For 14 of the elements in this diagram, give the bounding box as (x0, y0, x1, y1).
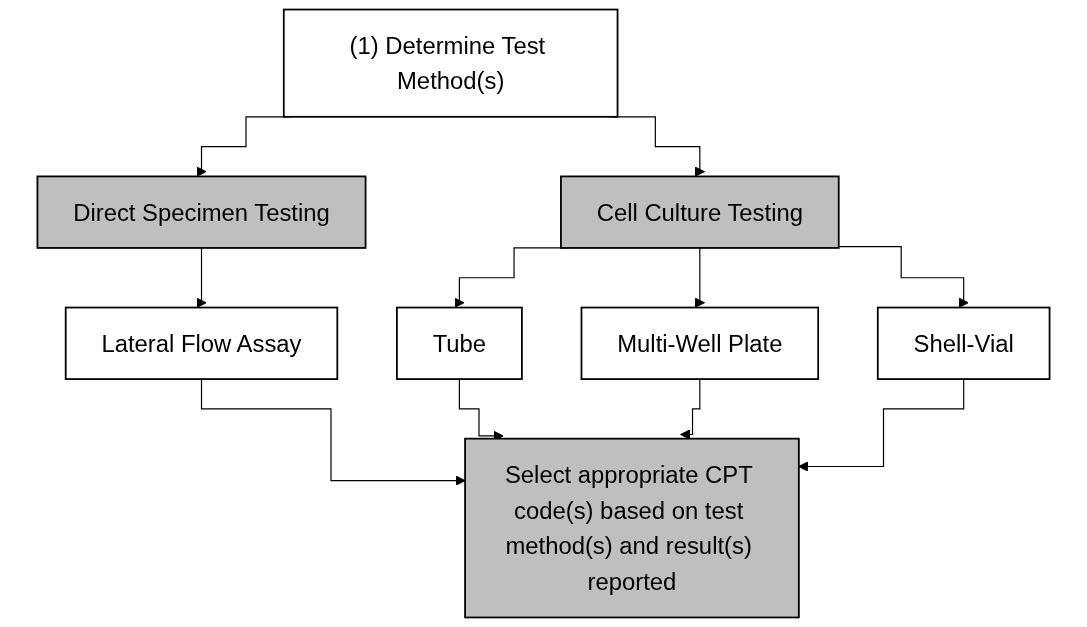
arrow (200, 378, 466, 486)
arrow (838, 246, 969, 308)
arrow (694, 247, 706, 308)
node-box: Tube (396, 306, 523, 380)
node-box: Direct Specimen Testing (36, 175, 367, 249)
node-box: (1) Determine Test Method(s) (282, 8, 619, 118)
arrow (680, 378, 701, 440)
node-box: Multi-Well Plate (580, 306, 820, 380)
node-box: Lateral Flow Assay (64, 306, 339, 380)
arrow (196, 247, 207, 308)
node-box: Shell-Vial (876, 306, 1051, 380)
node-box: Select appropriate CPT code(s) based on test method(s) and result(s) reported (464, 437, 800, 619)
arrow (798, 378, 965, 472)
node-box: Cell Culture Testing (560, 175, 840, 249)
